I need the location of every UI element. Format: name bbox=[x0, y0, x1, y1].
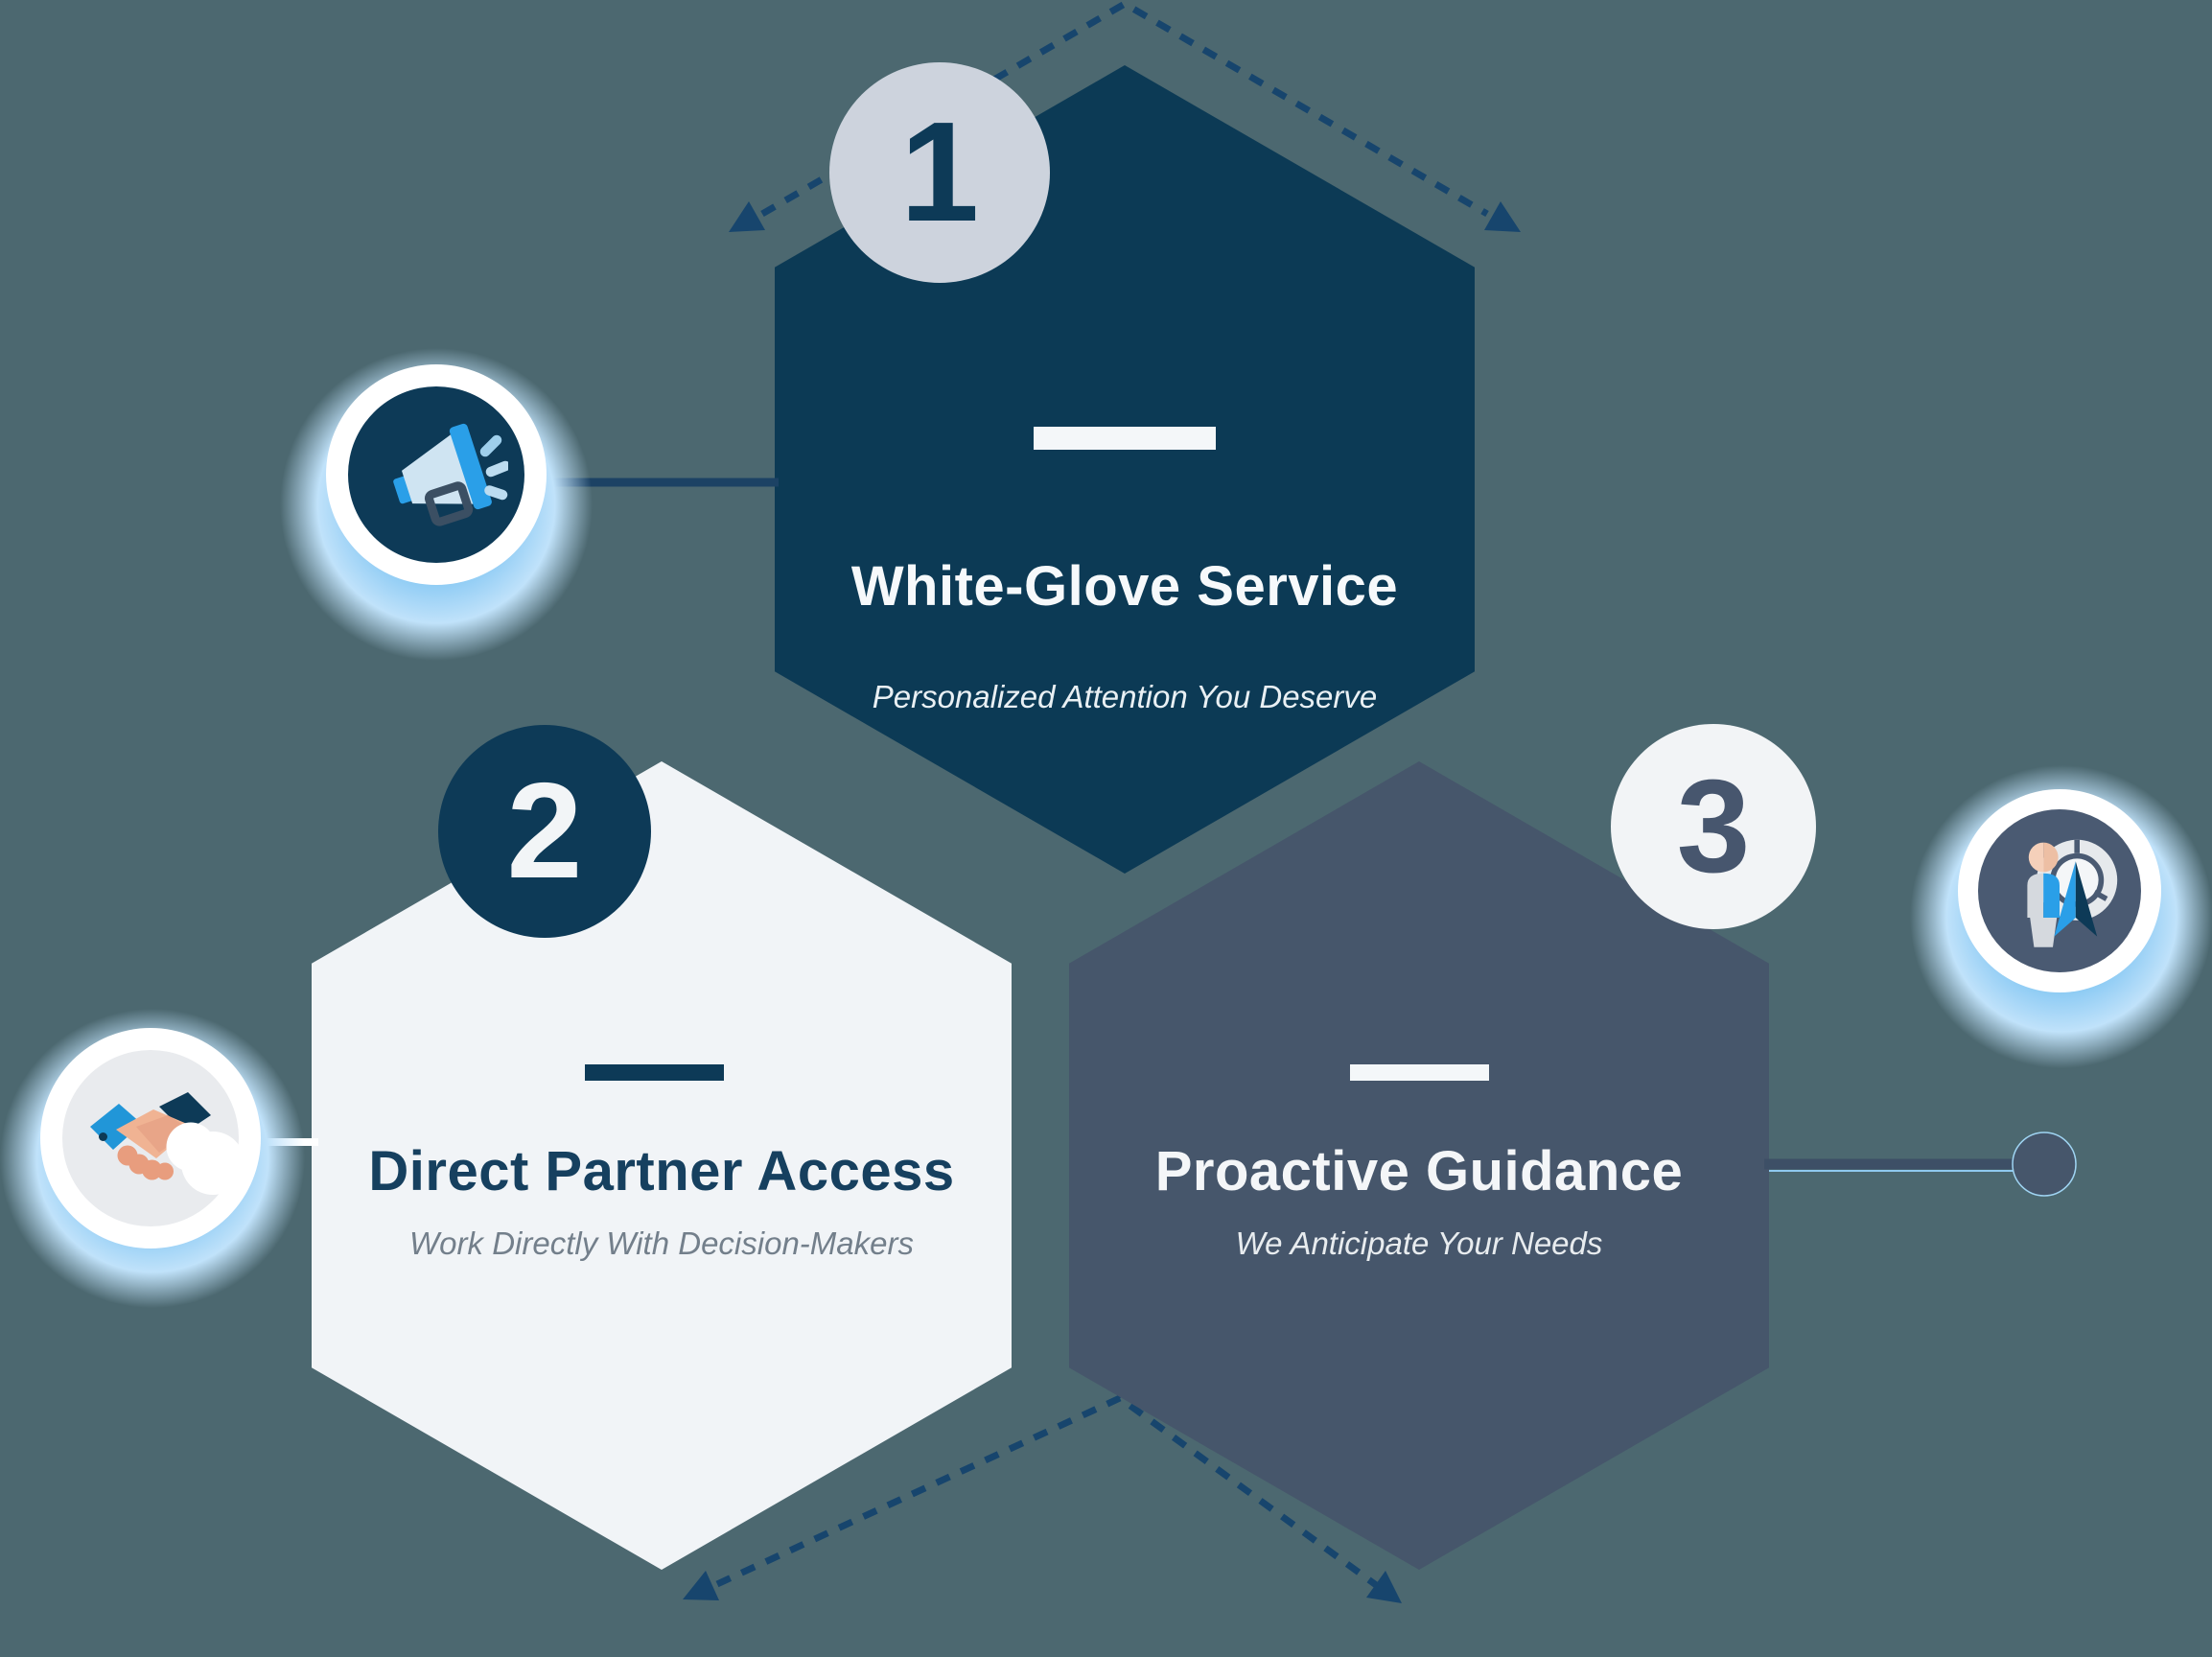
step2-number: 2 bbox=[506, 755, 583, 907]
step3-subtitle: We Anticipate Your Needs bbox=[1235, 1225, 1603, 1261]
accent-bar-step2 bbox=[585, 1064, 724, 1081]
arrowhead-bottom-left-icon bbox=[683, 1571, 719, 1600]
arrowhead-top-left-icon bbox=[729, 201, 765, 232]
step2-subtitle: Work Directly With Decision-Makers bbox=[409, 1225, 914, 1261]
handshake-icon bbox=[90, 1092, 216, 1180]
megaphone-badge bbox=[348, 386, 524, 563]
arrowhead-top-right-icon bbox=[1484, 201, 1521, 232]
guidance-badge bbox=[1978, 809, 2141, 972]
step3-number: 3 bbox=[1676, 752, 1751, 900]
step2-number-badge: 2 bbox=[438, 725, 651, 938]
step3-title: Proactive Guidance bbox=[1154, 1140, 1684, 1202]
step1-title: White-Glove Service bbox=[850, 555, 1399, 618]
accent-bar-step3 bbox=[1350, 1064, 1489, 1081]
bottom-dashed-chevron bbox=[715, 1393, 1382, 1590]
person-compass-icon bbox=[2027, 839, 2118, 947]
step1-number: 1 bbox=[899, 93, 980, 251]
step1-number-badge: 1 bbox=[829, 62, 1050, 283]
handshake-badge bbox=[62, 1050, 239, 1226]
accent-bar-step1 bbox=[1034, 427, 1216, 450]
handshake-connector-node bbox=[181, 1132, 244, 1195]
step2-title: Direct Partner Access bbox=[368, 1140, 955, 1202]
megaphone-icon bbox=[393, 423, 508, 526]
step3-number-badge: 3 bbox=[1611, 724, 1816, 929]
step1-subtitle: Personalized Attention You Deserve bbox=[872, 679, 1378, 714]
connector-end-dot bbox=[2012, 1132, 2077, 1197]
arrowhead-bottom-right-icon bbox=[1366, 1571, 1402, 1603]
